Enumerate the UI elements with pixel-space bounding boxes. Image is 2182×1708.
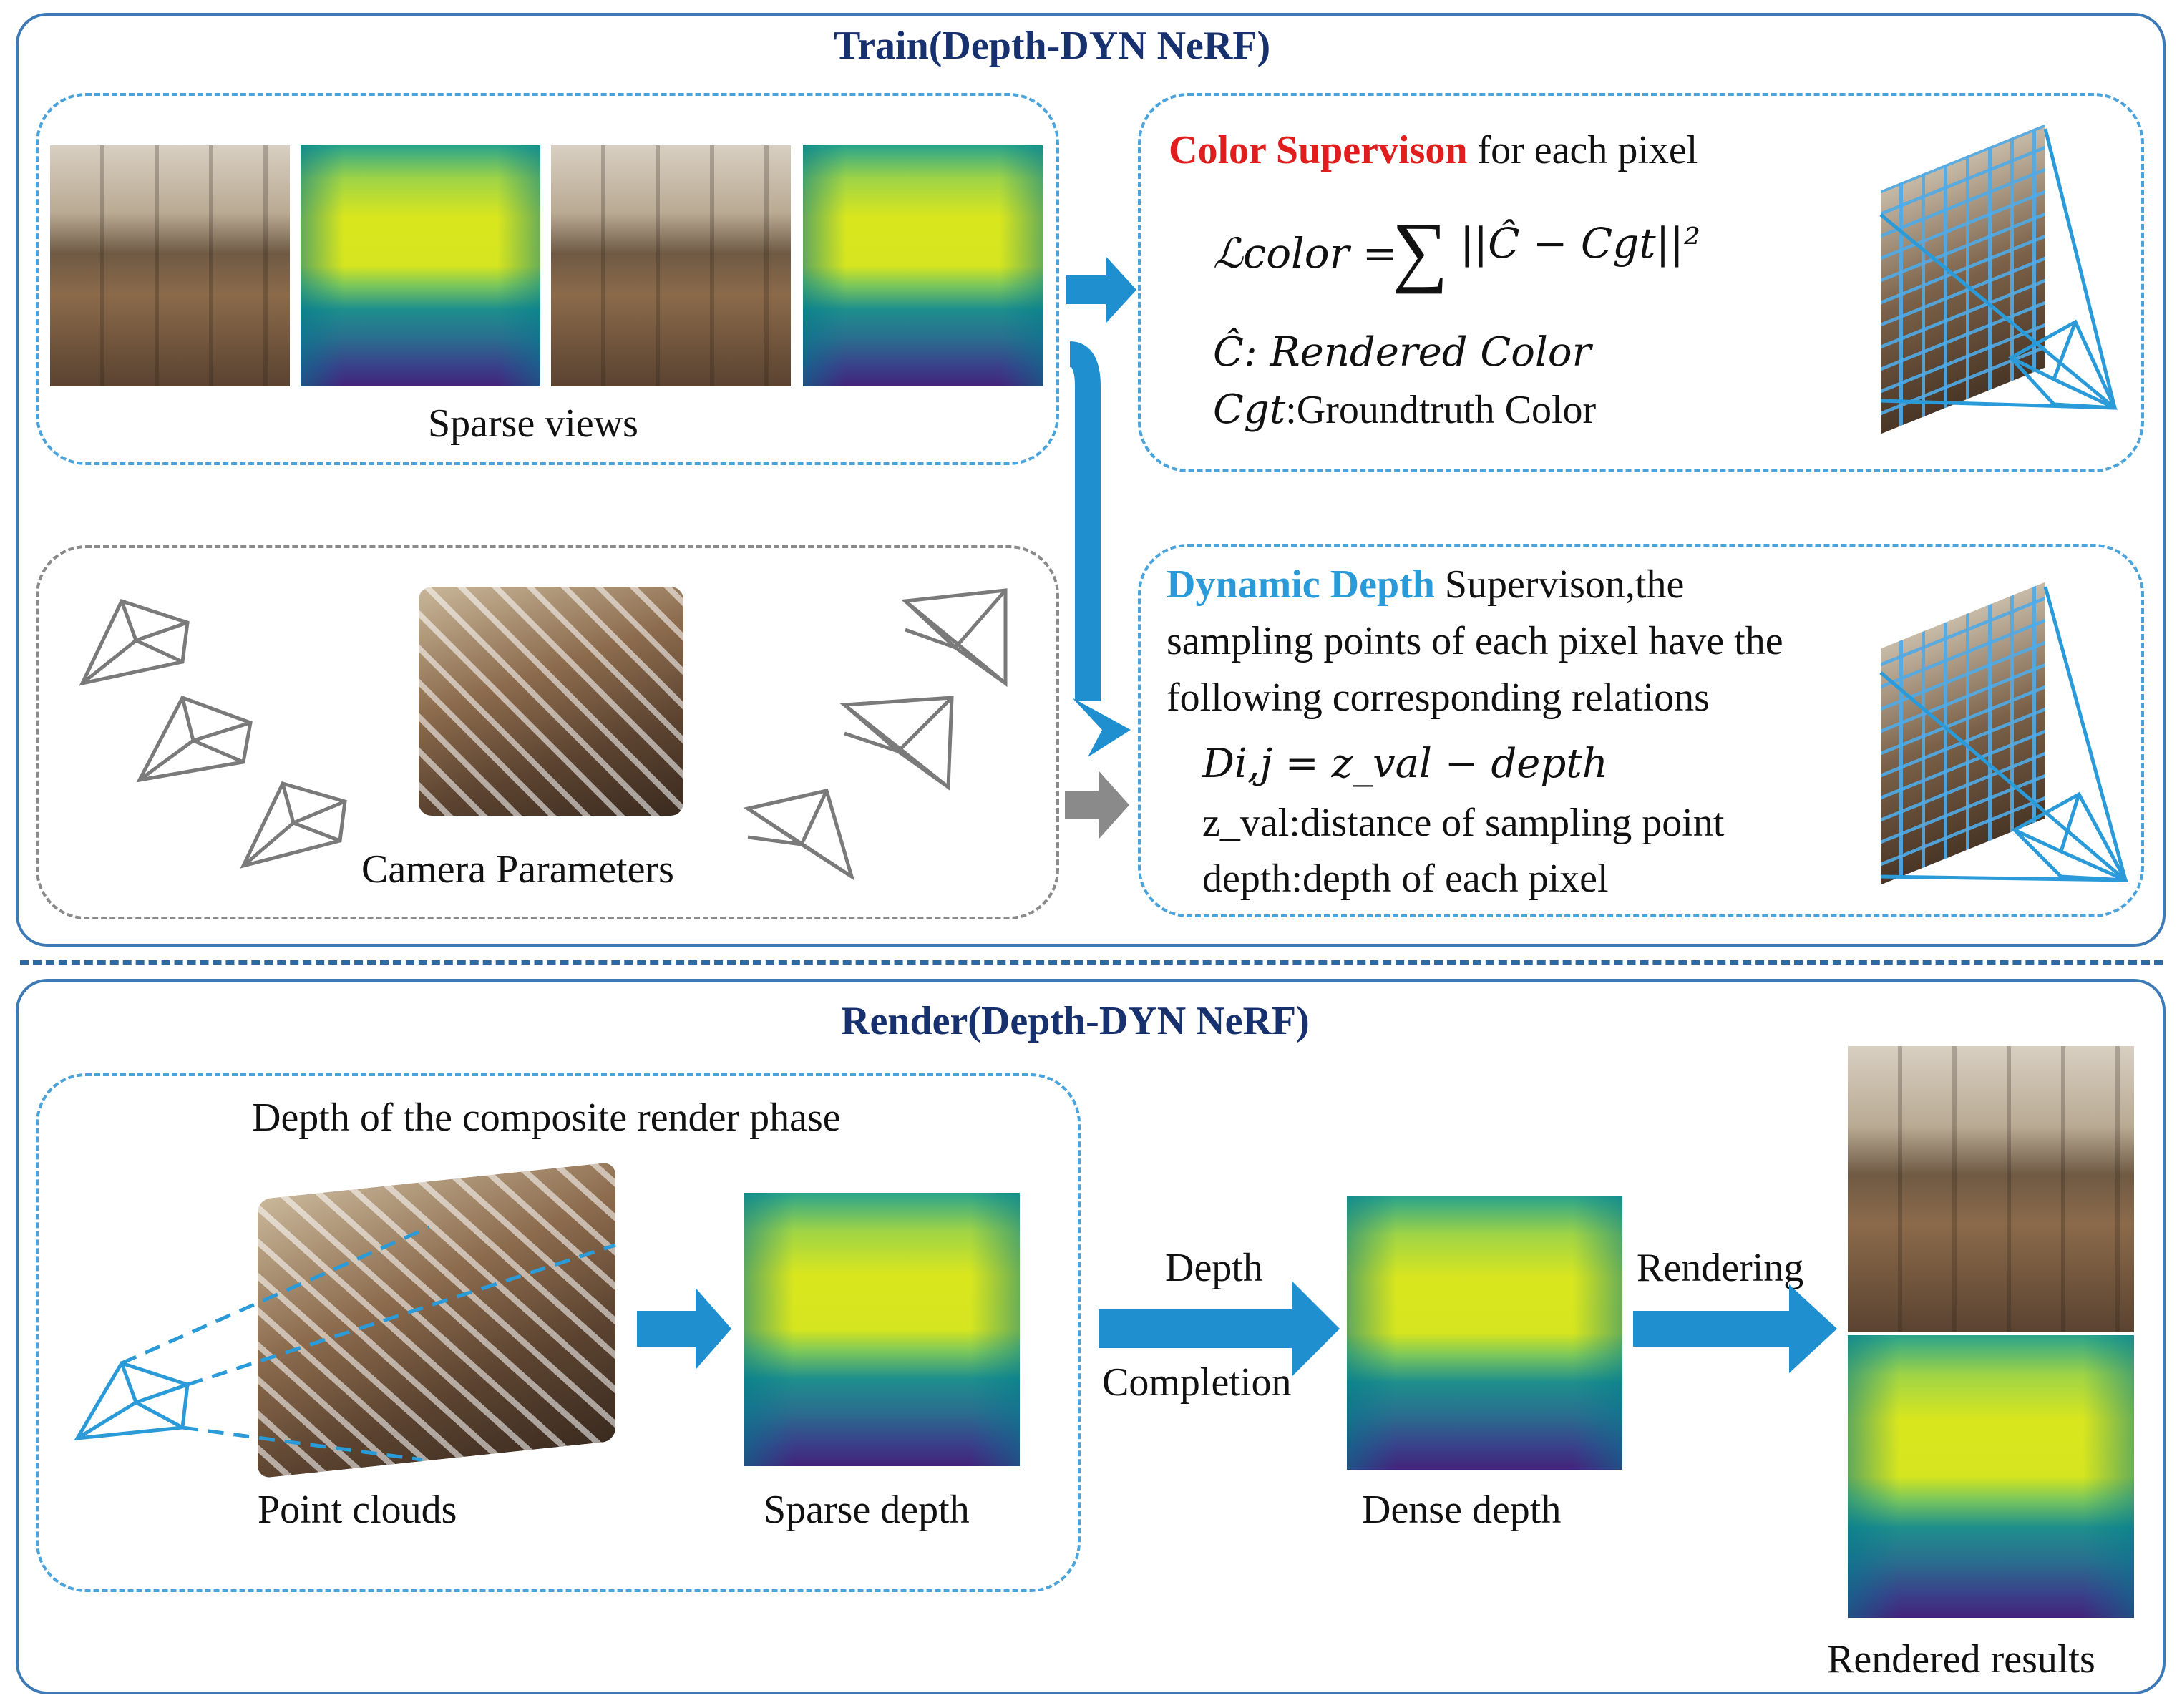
zval-definition: z_val:distance of sampling point [1202,801,1725,845]
depth-supervision-highlight: Dynamic Depth [1167,562,1435,607]
render-title: Render(Depth-DYN NeRF) [841,999,1310,1043]
cgt-definition: Cgt:Groundtruth Color [1213,386,1596,433]
sparse-depth-image [744,1193,1020,1466]
depth-camera-icon [1879,586,2129,882]
depth-completion-line1: Depth [1165,1246,1263,1290]
render-panel [16,979,2166,1694]
sparse-depth-label: Sparse depth [764,1488,970,1532]
rendering-arrow [1633,1284,1837,1373]
color-supervision-heading: Color Supervison for each pixel [1169,127,1698,173]
sparse-views-label: Sparse views [428,401,638,446]
composite-render-box [36,1073,1081,1592]
sparse-view-rgb-2 [551,145,791,386]
point-clouds-label: Point clouds [258,1488,457,1532]
camera-params-box [36,545,1059,919]
train-point-cloud [419,587,683,816]
sparse-views-box [36,93,1059,465]
depth-supervision-line2: sampling points of each pixel have the [1167,619,1783,663]
color-camera-icon [1879,128,2118,410]
composite-render-label: Depth of the composite render phase [252,1095,841,1140]
color-loss-sum: ∑ [1392,207,1448,294]
arrow-to-depth-head [1072,698,1131,757]
camera-icon [743,789,855,881]
dense-depth-image [1347,1196,1622,1470]
depth-supervision-heading: Dynamic Depth Supervison,the [1167,562,1684,607]
sparse-view-rgb-1 [50,145,290,386]
train-panel [16,13,2166,947]
camera-params-label: Camera Parameters [361,847,674,892]
arrow-to-depth-supervision [1068,341,1101,701]
dense-depth-label: Dense depth [1362,1488,1562,1532]
color-supervision-highlight: Color Supervison [1169,128,1468,172]
rendered-results-label: Rendered results [1827,1637,2095,1682]
cgt-text: :Groundtruth Color [1285,388,1597,432]
depth-supervision-line3: following corresponding relations [1167,675,1710,720]
section-separator [20,960,2163,965]
camera-icon [79,598,190,686]
rendered-rgb-image [1848,1046,2134,1332]
rendering-label: Rendering [1637,1246,1804,1290]
pointcloud-to-sparse-arrow [637,1288,731,1370]
camera-params-arrow [1065,771,1129,839]
arrow-to-color-supervision [1066,256,1136,323]
train-title: Train(Depth-DYN NeRF) [834,24,1271,68]
render-camera-icon [74,1225,616,1462]
sparse-view-depth-2 [803,145,1043,386]
camera-icon [900,588,1008,688]
depth-completion-arrow [1099,1281,1340,1377]
depth-supervision-rest: Supervison,the [1434,562,1685,607]
depth-supervision-box [1138,544,2144,917]
sparse-view-depth-1 [301,145,540,386]
depth-completion-line2: Completion [1102,1360,1292,1405]
camera-icon [240,781,347,869]
color-supervision-box [1138,93,2144,472]
camera-icon [136,695,253,783]
depth-definition: depth:depth of each pixel [1202,857,1609,901]
color-loss-rhs: ||Ĉ − Cgt||² [1460,219,1701,268]
rendered-depth-image [1848,1335,2134,1618]
camera-frustum-icons [79,588,1008,881]
depth-formula: Di,j = z_val − depth [1202,741,1608,787]
projection-ray [120,1225,616,1462]
color-supervision-rest: for each pixel [1467,128,1698,172]
cgt-symbol: Cgt [1213,386,1286,433]
chat-definition: Ĉ: Rendered Color [1213,329,1592,376]
color-loss-lhs: ℒcolor = [1213,229,1398,278]
camera-icon [839,696,954,791]
